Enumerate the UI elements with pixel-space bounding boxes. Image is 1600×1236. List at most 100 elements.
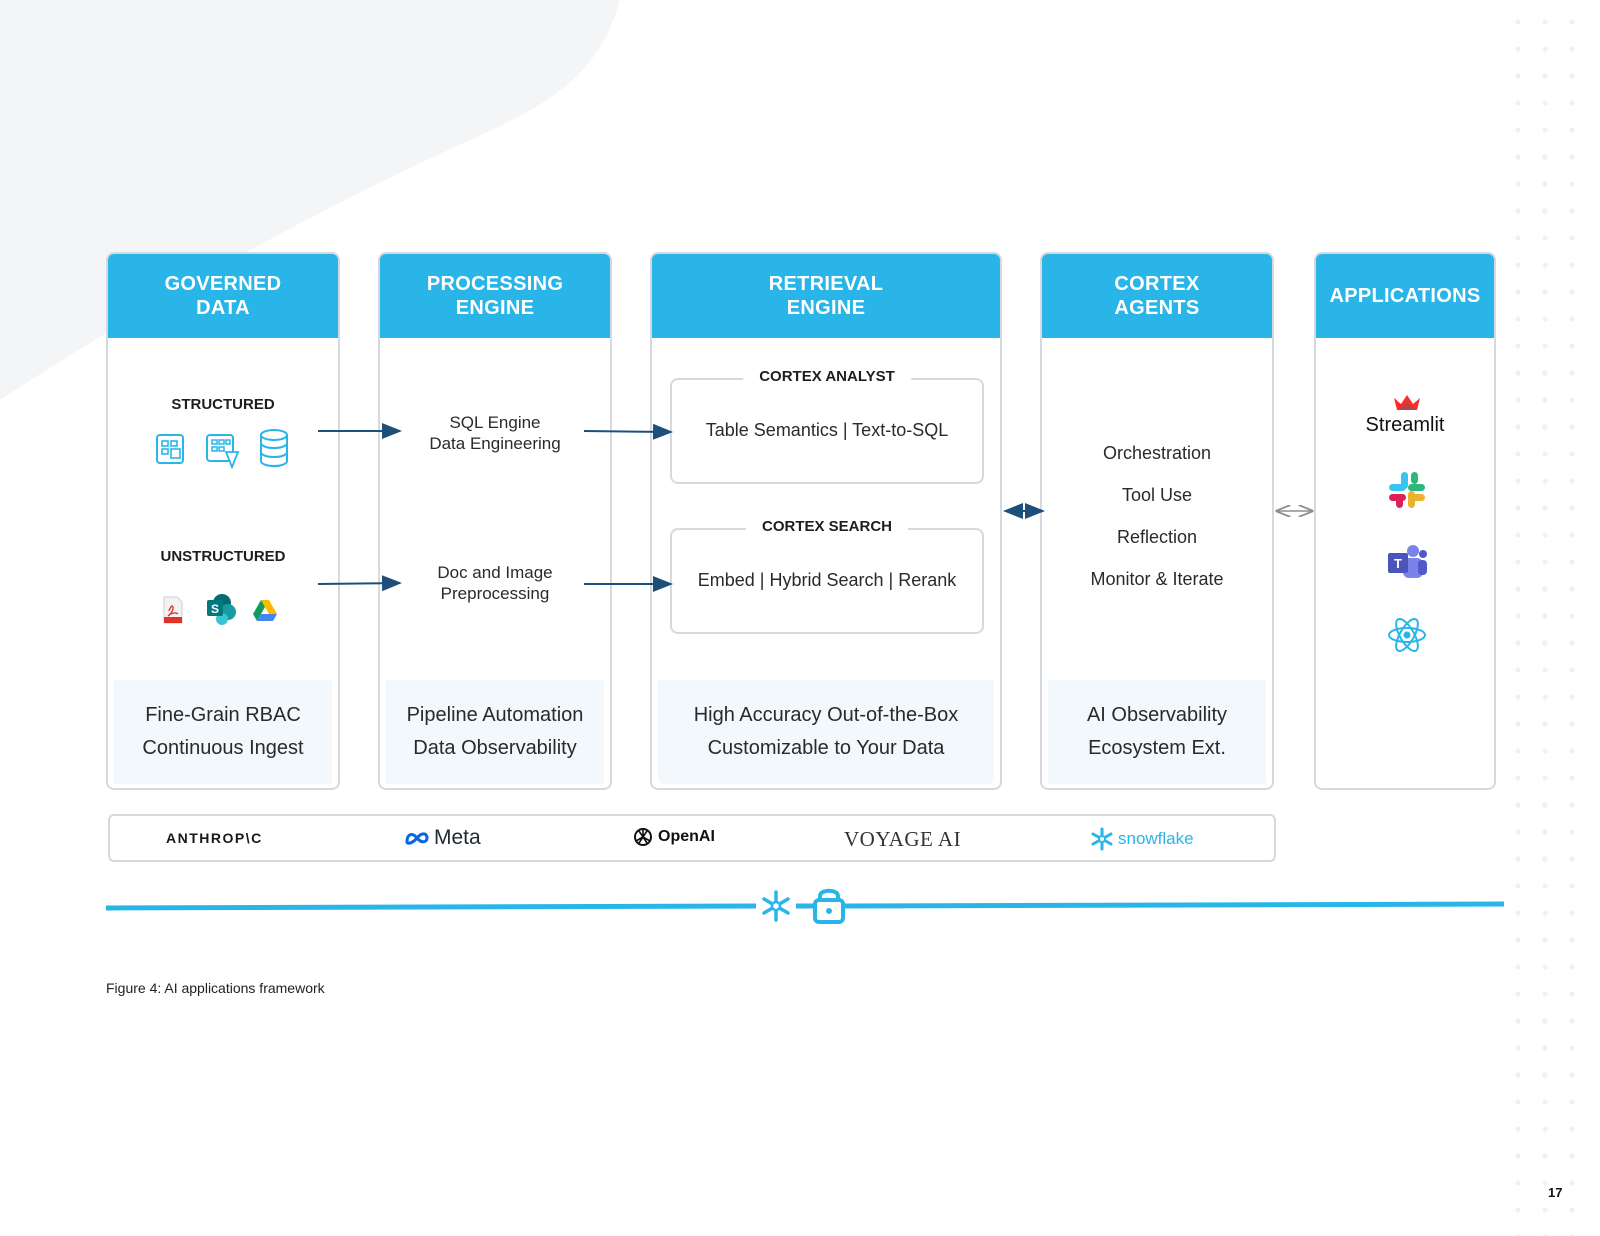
background-dot [1515, 343, 1521, 349]
background-dot [1515, 451, 1521, 457]
background-dot [1569, 613, 1575, 619]
background-dot [1542, 775, 1548, 781]
background-dot [1542, 586, 1548, 592]
background-dot [1569, 343, 1575, 349]
background-dot [1569, 694, 1575, 700]
background-dot [1515, 262, 1521, 268]
background-dot [1569, 532, 1575, 538]
meta-infinity-icon [405, 832, 429, 845]
background-dot [1515, 154, 1521, 160]
background-dot [1542, 829, 1548, 835]
structured-label: STRUCTURED [171, 396, 275, 413]
agents-item-tool-use: Tool Use [1121, 485, 1193, 505]
background-dot [1542, 1099, 1548, 1105]
background-dot [1515, 532, 1521, 538]
sql-engine-text: SQL Engine Data Engineering [429, 413, 561, 453]
background-dot [1515, 937, 1521, 943]
background-dot [1569, 991, 1575, 997]
background-dot [1515, 208, 1521, 214]
security-snowflake-icon [762, 890, 790, 922]
background-dot [1542, 694, 1548, 700]
background-dot [1515, 505, 1521, 511]
background-dot [1515, 1180, 1521, 1186]
background-dot [1569, 1180, 1575, 1186]
google-drive-icon [253, 600, 277, 621]
background-dot [1515, 316, 1521, 322]
background-dot [1569, 640, 1575, 646]
background-dot [1569, 19, 1575, 25]
svg-text:S: S [211, 602, 219, 616]
background-dot [1569, 667, 1575, 673]
background-dot [1515, 1126, 1521, 1132]
background-dot [1542, 343, 1548, 349]
background-dot [1515, 181, 1521, 187]
background-dot [1569, 586, 1575, 592]
snowflake-logo: snowflake [1090, 827, 1194, 851]
cortex-search-box: CORTEX SEARCH Embed | Hybrid Search | Re… [670, 518, 984, 634]
background-dot [1515, 667, 1521, 673]
background-dot [1569, 721, 1575, 727]
background-dot [1515, 910, 1521, 916]
background-dot [1569, 73, 1575, 79]
background-dot [1515, 883, 1521, 889]
database-icon [260, 429, 288, 468]
openai-knot-icon [634, 828, 652, 846]
applications-header: APPLICATIONS [1316, 254, 1494, 338]
background-dot [1542, 1180, 1548, 1186]
background-dot [1515, 1045, 1521, 1051]
background-dot [1542, 208, 1548, 214]
background-dot [1542, 505, 1548, 511]
background-dot [1542, 424, 1548, 430]
background-dot [1542, 262, 1548, 268]
background-dot [1515, 856, 1521, 862]
svg-text:T: T [1394, 556, 1402, 571]
background-dot [1515, 46, 1521, 52]
background-dot [1542, 613, 1548, 619]
cortex-search-text: Embed | Hybrid Search | Rerank [697, 570, 957, 590]
background-dot [1569, 1018, 1575, 1024]
background-dot [1569, 856, 1575, 862]
background-dot [1542, 532, 1548, 538]
background-dot [1515, 586, 1521, 592]
cortex-analyst-title: CORTEX ANALYST [743, 368, 911, 385]
background-dot [1542, 748, 1548, 754]
background-dot [1569, 262, 1575, 268]
voyage-ai-logo: VOYAGE AI [844, 827, 962, 851]
background-dot [1569, 1207, 1575, 1213]
background-dot [1542, 397, 1548, 403]
security-line-left [105, 903, 757, 911]
unstructured-label: UNSTRUCTURED [160, 548, 286, 565]
background-dot [1569, 559, 1575, 565]
background-dot [1569, 478, 1575, 484]
background-dot [1542, 667, 1548, 673]
figure-caption: Figure 4: AI applications framework [106, 980, 325, 996]
background-dot [1515, 613, 1521, 619]
security-line-right [839, 901, 1505, 909]
doc-image-preprocessing-text: Doc and Image Preprocessing [437, 563, 553, 603]
background-dot [1542, 937, 1548, 943]
background-dot [1515, 1018, 1521, 1024]
background-dot [1569, 964, 1575, 970]
background-dot [1515, 829, 1521, 835]
background-dot [1542, 640, 1548, 646]
pdf-icon [163, 596, 183, 624]
background-dot [1569, 451, 1575, 457]
background-dot [1542, 1018, 1548, 1024]
background-dot [1515, 1153, 1521, 1159]
background-dot [1569, 154, 1575, 160]
background-dot [1569, 424, 1575, 430]
background-dot [1515, 721, 1521, 727]
background-dot [1515, 559, 1521, 565]
background-dot [1569, 397, 1575, 403]
background-dot [1515, 1207, 1521, 1213]
background-dot [1542, 370, 1548, 376]
background-dot [1542, 73, 1548, 79]
background-dot [1515, 748, 1521, 754]
background-dot [1515, 100, 1521, 106]
background-dot [1542, 1126, 1548, 1132]
security-snowflake-center [770, 900, 782, 912]
background-dot [1515, 991, 1521, 997]
background-dot [1569, 883, 1575, 889]
meta-logo: Meta [404, 826, 481, 850]
